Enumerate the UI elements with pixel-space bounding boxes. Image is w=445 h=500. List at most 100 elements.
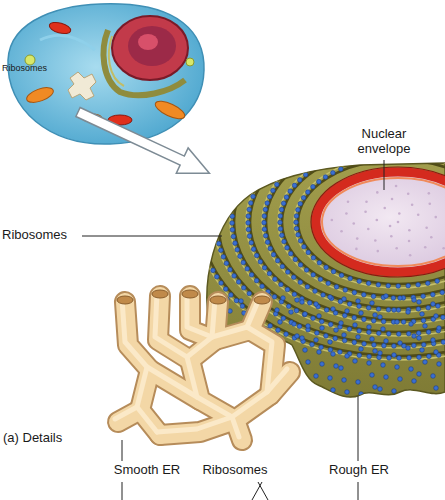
ribosome-dot — [288, 251, 293, 256]
ribosome-dot — [334, 364, 339, 369]
ribosome-dot — [362, 342, 367, 347]
ribosome-dot — [356, 335, 361, 340]
ribosome-dot — [417, 355, 422, 360]
ribosome-dot — [323, 175, 328, 180]
nucleus — [311, 167, 445, 277]
inset-nucleus — [112, 16, 188, 80]
chromatin-dot — [398, 212, 401, 215]
ribosome-dot — [331, 170, 336, 175]
chromatin-dot — [367, 228, 370, 231]
ribosome-dot — [265, 240, 270, 245]
smooth-er — [115, 290, 290, 440]
ribosome-dot — [305, 285, 310, 290]
ribosome-dot — [353, 359, 358, 364]
ribosome-dot — [328, 340, 333, 345]
ribosome-dot — [334, 285, 339, 290]
ribosome-dot — [254, 278, 259, 283]
ribosome-dot — [318, 277, 323, 282]
ribosome-dot — [392, 389, 397, 394]
ribosome-dot — [279, 207, 284, 212]
chromatin-dot — [376, 191, 379, 194]
ribosome-dot — [417, 300, 422, 305]
ribosome-dot — [284, 332, 289, 337]
ribosome-dot — [376, 307, 381, 312]
ribosome-dot — [258, 259, 263, 264]
ribosome-dot — [386, 332, 391, 337]
ribosome-dot — [328, 376, 333, 381]
ribosome-dot — [392, 308, 397, 313]
network-gap — [239, 361, 251, 369]
ribosome-dot — [211, 268, 216, 273]
ribosome-dot — [367, 330, 372, 335]
ribosome-dot — [331, 352, 336, 357]
chromatin — [331, 185, 445, 257]
chromatin-dot — [428, 202, 431, 205]
ribosome-dot — [396, 284, 401, 289]
leader-line — [358, 396, 359, 461]
ribosome-dot — [304, 268, 309, 273]
ribosome-dot — [331, 388, 336, 393]
ribosome-dot — [294, 226, 299, 231]
cisterna-edge — [218, 100, 445, 344]
ribosome-dot — [292, 183, 297, 188]
ribosome-dot — [367, 361, 372, 366]
ribosome-dot — [295, 298, 300, 303]
ribosome-dot — [298, 280, 303, 285]
part-label: Ribosomes — [2, 228, 82, 243]
ribosome-dot — [279, 282, 284, 287]
ribosome-dot — [425, 281, 430, 286]
ribosome-dot — [298, 263, 303, 268]
ribosome-dot — [357, 353, 362, 358]
ribosome-dot — [396, 308, 401, 313]
ribosome-dot — [370, 301, 375, 306]
ribosome-dot — [431, 374, 436, 379]
ribosome-dot — [416, 282, 421, 287]
ribosome-dot — [441, 315, 445, 320]
ribosome-dot — [381, 327, 386, 332]
ribosome-dot — [420, 312, 425, 317]
ribosome-dot — [262, 227, 267, 232]
chromatin-dot — [407, 192, 410, 195]
ribosome-dot — [392, 344, 397, 349]
ribosome-dot — [387, 356, 392, 361]
ribosome-dot — [293, 257, 298, 262]
ribosome-dot — [437, 326, 442, 331]
ribosome-dot — [384, 294, 389, 299]
ribosome-dot — [247, 291, 252, 296]
ribosome-dot — [352, 340, 357, 345]
ribosome-dot — [247, 234, 252, 239]
ribosome-dot — [302, 312, 307, 317]
ribosome-dot — [343, 288, 348, 293]
ribosome-dot — [300, 336, 305, 341]
ribosome-dot — [241, 285, 246, 290]
chromatin-dot — [356, 237, 359, 240]
ribosome-dot — [372, 343, 377, 348]
ribosome-dot — [378, 315, 383, 320]
ribosome-dot — [281, 201, 286, 206]
ribosome-dot — [409, 322, 414, 327]
leader-lines — [82, 160, 384, 500]
ribosome-dot — [233, 241, 238, 246]
ribosome-dot — [320, 362, 325, 367]
ribosome-dot — [381, 363, 386, 368]
ribosome-dot — [281, 316, 286, 321]
nuclear-envelope-outer — [311, 167, 445, 277]
ribosome-dot — [377, 355, 382, 360]
ribosome-dot — [395, 320, 400, 325]
smooth-er-highlight — [187, 293, 212, 337]
ribosome-dot — [292, 292, 297, 297]
ribosome-dot — [342, 378, 347, 383]
ribosome-dot — [230, 227, 235, 232]
ribosome-dot — [339, 321, 344, 326]
ribosome-dot — [366, 281, 371, 286]
ribosome-dot — [315, 331, 320, 336]
ribosome-dot — [353, 323, 358, 328]
ribosome-dot — [285, 287, 290, 292]
ribosome-dot — [342, 297, 347, 302]
ribosome-dot — [254, 253, 259, 258]
ribosome-dot — [274, 182, 279, 187]
ribosome-dot — [282, 239, 287, 244]
chromatin-dot — [355, 248, 358, 251]
ribosome-dot — [236, 280, 241, 285]
